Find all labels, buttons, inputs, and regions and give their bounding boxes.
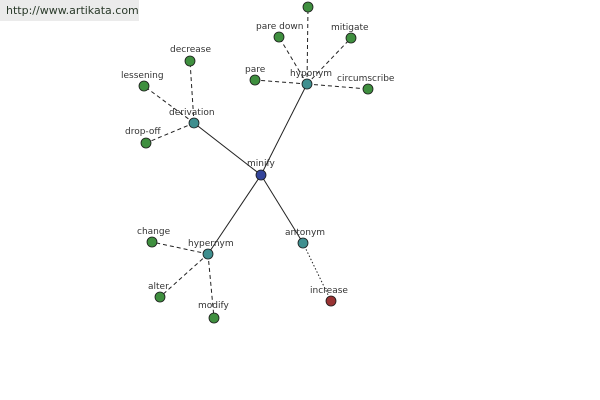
node-label-mitigate: mitigate (331, 23, 369, 33)
node-label-hyponym: hyponym (290, 69, 332, 79)
node-label-lessening: lessening (121, 71, 164, 81)
edge-derivation-lessening (143, 85, 195, 124)
edge-antonym-increase (302, 242, 332, 302)
node-circle-hypernym[interactable] (202, 248, 214, 260)
watermark-url: http://www.artikata.com (0, 0, 139, 21)
node-circle-mitigate[interactable] (345, 32, 357, 44)
edge-hyponym-mitigate (306, 37, 352, 85)
node-circle-alter[interactable] (154, 291, 166, 303)
node-change[interactable]: change (137, 227, 171, 248)
node-circle-decrease[interactable] (184, 55, 196, 67)
node-label-modify: modify (198, 301, 229, 311)
node-label-hypernym: hypernym (188, 239, 234, 249)
node-label-drop-off: drop-off (125, 127, 161, 137)
node-circle-modify[interactable] (208, 312, 220, 324)
edge-hyponym-pare (254, 79, 308, 85)
edge-hyponym-pare-down (278, 36, 308, 85)
node-top-node[interactable] (302, 1, 314, 13)
node-circle-change[interactable] (146, 236, 158, 248)
node-drop-off[interactable]: drop-off (125, 127, 161, 149)
node-circle-antonym[interactable] (297, 237, 309, 249)
edge-hypernym-alter (159, 253, 209, 298)
node-antonym[interactable]: antonym (285, 228, 325, 249)
node-label-pare-down: pare down (256, 22, 303, 32)
node-circle-derivation[interactable] (188, 117, 200, 129)
node-circle-pare-down[interactable] (273, 31, 285, 43)
node-label-increase: increase (310, 286, 348, 296)
node-circle-hyponym[interactable] (301, 78, 313, 90)
node-circumscribe[interactable]: circumscribe (337, 74, 395, 95)
node-pare-down[interactable]: pare down (256, 22, 303, 43)
node-label-alter: alter (148, 282, 169, 292)
node-decrease[interactable]: decrease (170, 45, 211, 67)
node-label-change: change (137, 227, 171, 237)
node-modify[interactable]: modify (198, 301, 229, 324)
edge-derivation-drop-off (145, 122, 195, 144)
node-label-decrease: decrease (170, 45, 211, 55)
node-circle-increase[interactable] (325, 295, 337, 307)
node-circle-top-node[interactable] (302, 1, 314, 13)
node-circle-minify[interactable] (255, 169, 267, 181)
node-circle-lessening[interactable] (138, 80, 150, 92)
edge-derivation-decrease (189, 60, 195, 124)
edge-minify-hyponym (260, 83, 308, 176)
node-mitigate[interactable]: mitigate (331, 23, 369, 44)
edge-hyponym-circumscribe (306, 83, 369, 90)
node-hyponym[interactable]: hyponym (290, 69, 332, 90)
edge-minify-derivation (193, 122, 262, 176)
edges-layer (143, 6, 369, 319)
edge-minify-hypernym (207, 174, 262, 255)
node-label-circumscribe: circumscribe (337, 74, 395, 84)
node-circle-circumscribe[interactable] (362, 83, 374, 95)
node-circle-drop-off[interactable] (140, 137, 152, 149)
node-minify[interactable]: minify (247, 159, 275, 181)
node-label-antonym: antonym (285, 228, 325, 238)
node-label-pare: pare (245, 65, 266, 75)
edge-hypernym-change (151, 241, 209, 255)
node-derivation[interactable]: derivation (169, 108, 215, 129)
edge-minify-antonym (260, 174, 304, 244)
edge-hypernym-modify (207, 253, 215, 319)
node-increase[interactable]: increase (310, 286, 348, 307)
node-hypernym[interactable]: hypernym (188, 239, 234, 260)
node-lessening[interactable]: lessening (121, 71, 164, 92)
node-alter[interactable]: alter (148, 282, 169, 303)
node-label-minify: minify (247, 159, 275, 169)
node-label-derivation: derivation (169, 108, 215, 118)
node-pare[interactable]: pare (245, 65, 266, 86)
nodes-layer: minify derivation hyponym hypernym antonym de… (121, 1, 395, 324)
node-circle-pare[interactable] (249, 74, 261, 86)
edge-hyponym-top-node (306, 6, 309, 85)
